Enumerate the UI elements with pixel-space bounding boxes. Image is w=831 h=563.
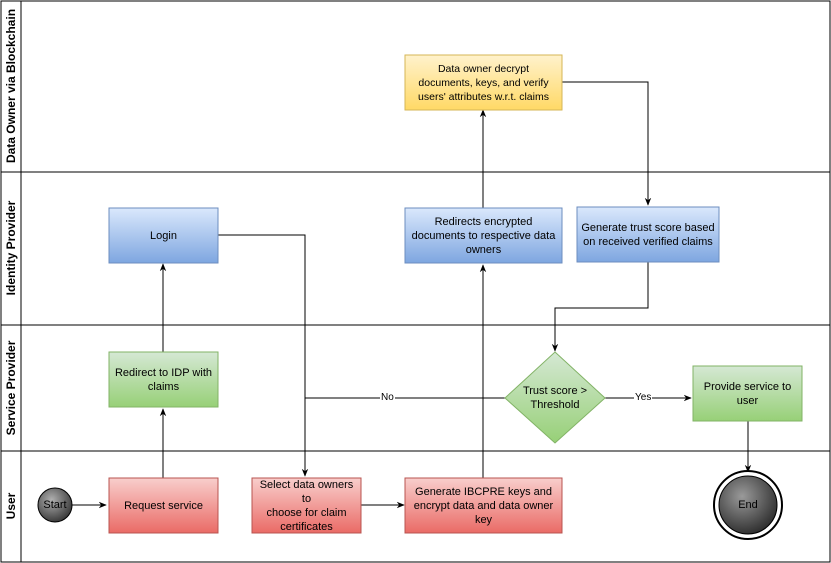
- node-provide-service: [692, 365, 803, 422]
- node-select-owners: [251, 477, 362, 534]
- edge-decrypt-to-trust-gen: [562, 81, 652, 206]
- node-generate-keys: [404, 477, 563, 534]
- node-request-service: [108, 477, 219, 534]
- lane-label-data-owner: Data Owner via Blockchain: [4, 9, 18, 163]
- nodes: [37, 54, 803, 540]
- node-start: [37, 487, 73, 523]
- node-redirect-idp: [108, 351, 219, 408]
- lane-label-service-provider: Service Provider: [4, 340, 18, 435]
- edge-trust-gen-to-decision: [551, 262, 649, 352]
- edge-label-yes: Yes: [634, 392, 653, 404]
- node-decrypt: [404, 54, 563, 111]
- node-end: [718, 475, 778, 535]
- lane-label-identity-provider: Identity Provider: [4, 200, 18, 295]
- node-redirects-encrypted: [404, 207, 563, 264]
- edges: [72, 81, 752, 509]
- lane-label-user: User: [4, 492, 18, 519]
- node-decision: [504, 351, 606, 444]
- edge-label-no: No: [380, 392, 395, 404]
- node-login: [108, 207, 219, 264]
- node-trust-score-gen: [576, 206, 720, 263]
- edge-login-to-select: [218, 234, 309, 477]
